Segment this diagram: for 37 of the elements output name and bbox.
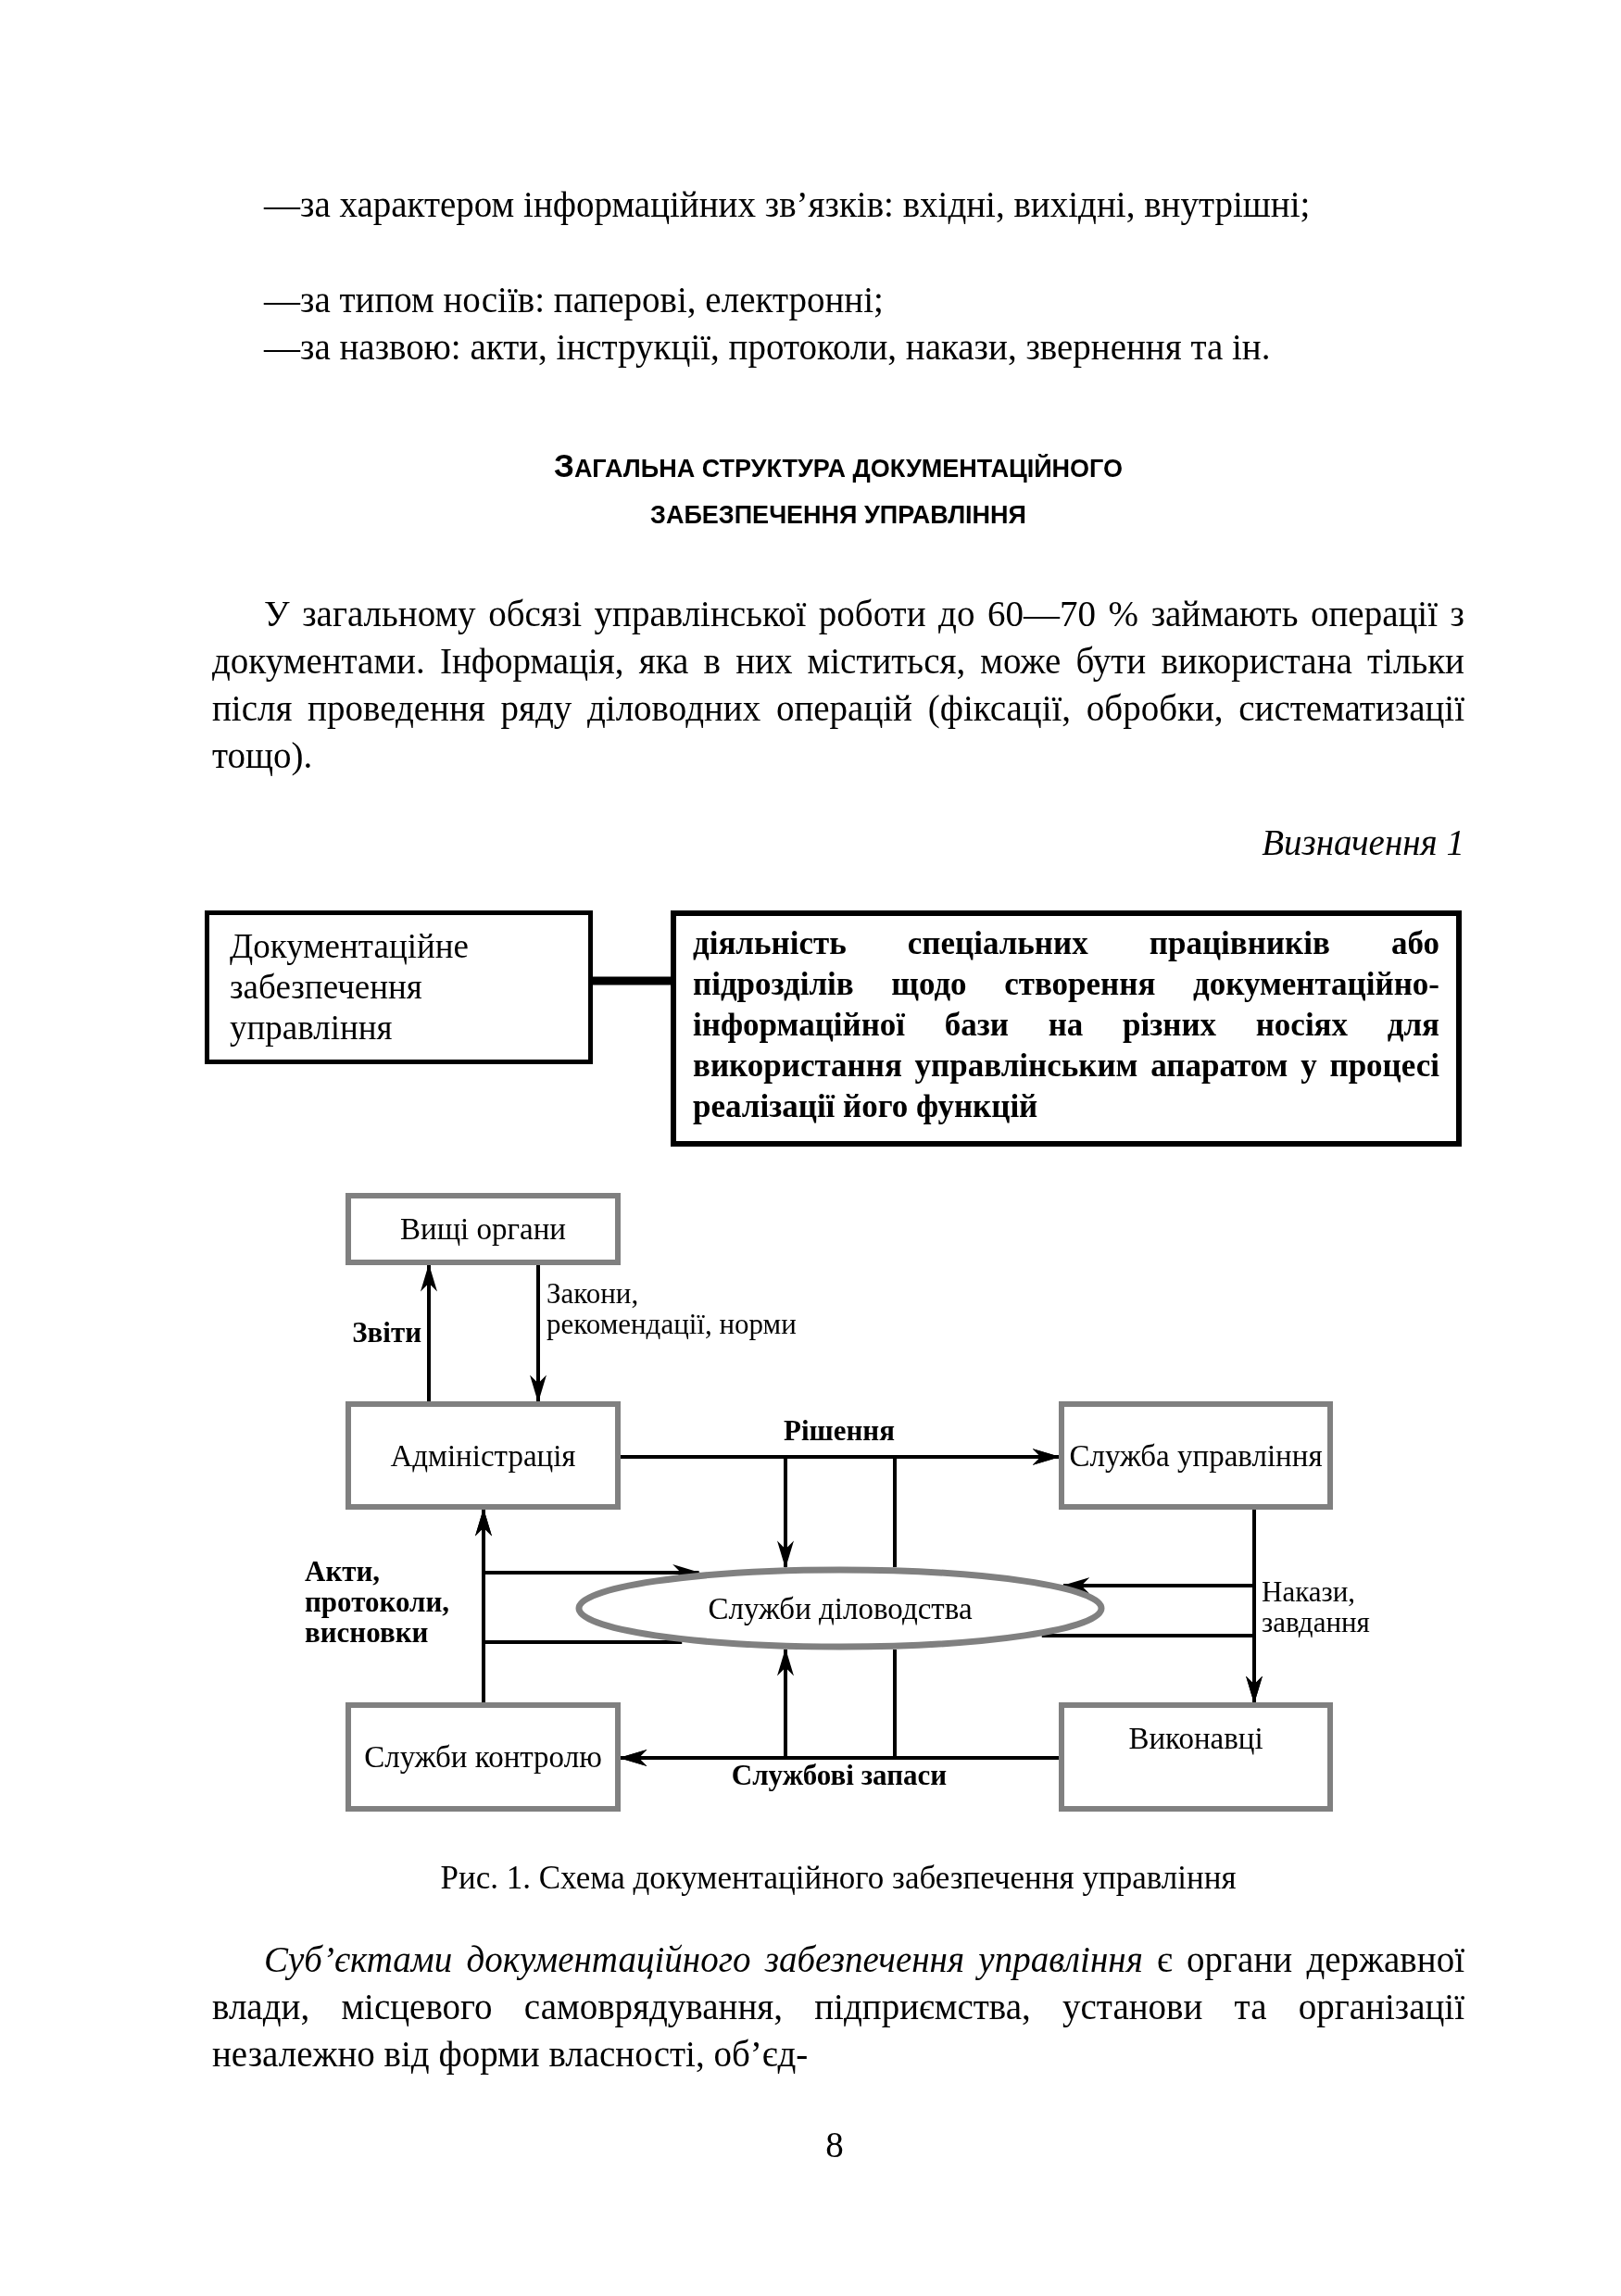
arrow (621, 1455, 794, 1569)
process-box (346, 1193, 621, 1265)
edge-label: Накази, завдання (1262, 1576, 1371, 1637)
node-text: діяльність спеціальних працівників або підрозділів щодо створення документаційно-інформаційної бази на різних носіях для використання управлінським апаратом у процесі реалізації його функцій (693, 924, 1439, 1126)
arrow (1041, 1634, 1263, 1704)
node-text: Служби контролю (364, 1739, 602, 1775)
process-box (1059, 1702, 1333, 1812)
node-text: Виконавці (1128, 1721, 1263, 1756)
process-box (346, 1702, 621, 1812)
page-number: 8 (824, 2124, 845, 2166)
connector-line (593, 976, 671, 985)
node-text: Вищі органи (400, 1211, 566, 1247)
figure-caption: Рис. 1. Схема документаційного забезпечення управління (439, 1860, 1238, 1897)
edge-label: Акти, протоколи, висновки (305, 1556, 451, 1648)
section-title: ЗАГАЛЬНА СТРУКТУРА ДОКУМЕНТАЦІЙНОГО ЗАБЕЗПЕЧЕННЯ УПРАВЛІННЯ (552, 446, 1125, 531)
term-box (205, 910, 593, 1064)
process-box (346, 1401, 621, 1510)
arrow (893, 1449, 1061, 1567)
list-item: —за типом носіїв: паперові, електронні; (262, 279, 885, 322)
list-item: —за назвою: акти, інструкції, протоколи, накази, звернення та ін. (262, 326, 1272, 370)
node-text: Адміністрація (390, 1437, 576, 1474)
node-text: Служби діловодства (708, 1590, 973, 1626)
paragraph: У загальному обсязі управлінської роботи до 60—70 % займають операції з документами. Інформація, яка в них міститься, може бути використана тільки після проведення ряду діловодних операцій (фіксації, обробки, систематизації тощо). (212, 593, 1464, 778)
arrow (530, 1265, 547, 1403)
arrow (421, 1263, 437, 1401)
arrow (482, 1564, 701, 1702)
ellipse-node (575, 1566, 1105, 1650)
list-item: —за характером інформаційних зв’язків: вхідні, вихідні, внутрішні; (262, 183, 1312, 227)
edge-label: Закони, рекомендації, норми (547, 1278, 797, 1339)
definition-box (671, 910, 1462, 1147)
arrow (1062, 1510, 1256, 1594)
definition-heading: Визначення 1 (1261, 822, 1464, 864)
arrow (475, 1508, 683, 1644)
node-text: Служба управління (1069, 1437, 1323, 1474)
paragraph: Суб’єктами документаційного забезпечення управління є органи державної влади, місцевого самоврядування, підприємства, установи та організації незалежно від форми власності, об’єд- (212, 1938, 1464, 2076)
node-text: Документаційне забезпечення управління (230, 926, 470, 1048)
process-box (1059, 1401, 1333, 1510)
